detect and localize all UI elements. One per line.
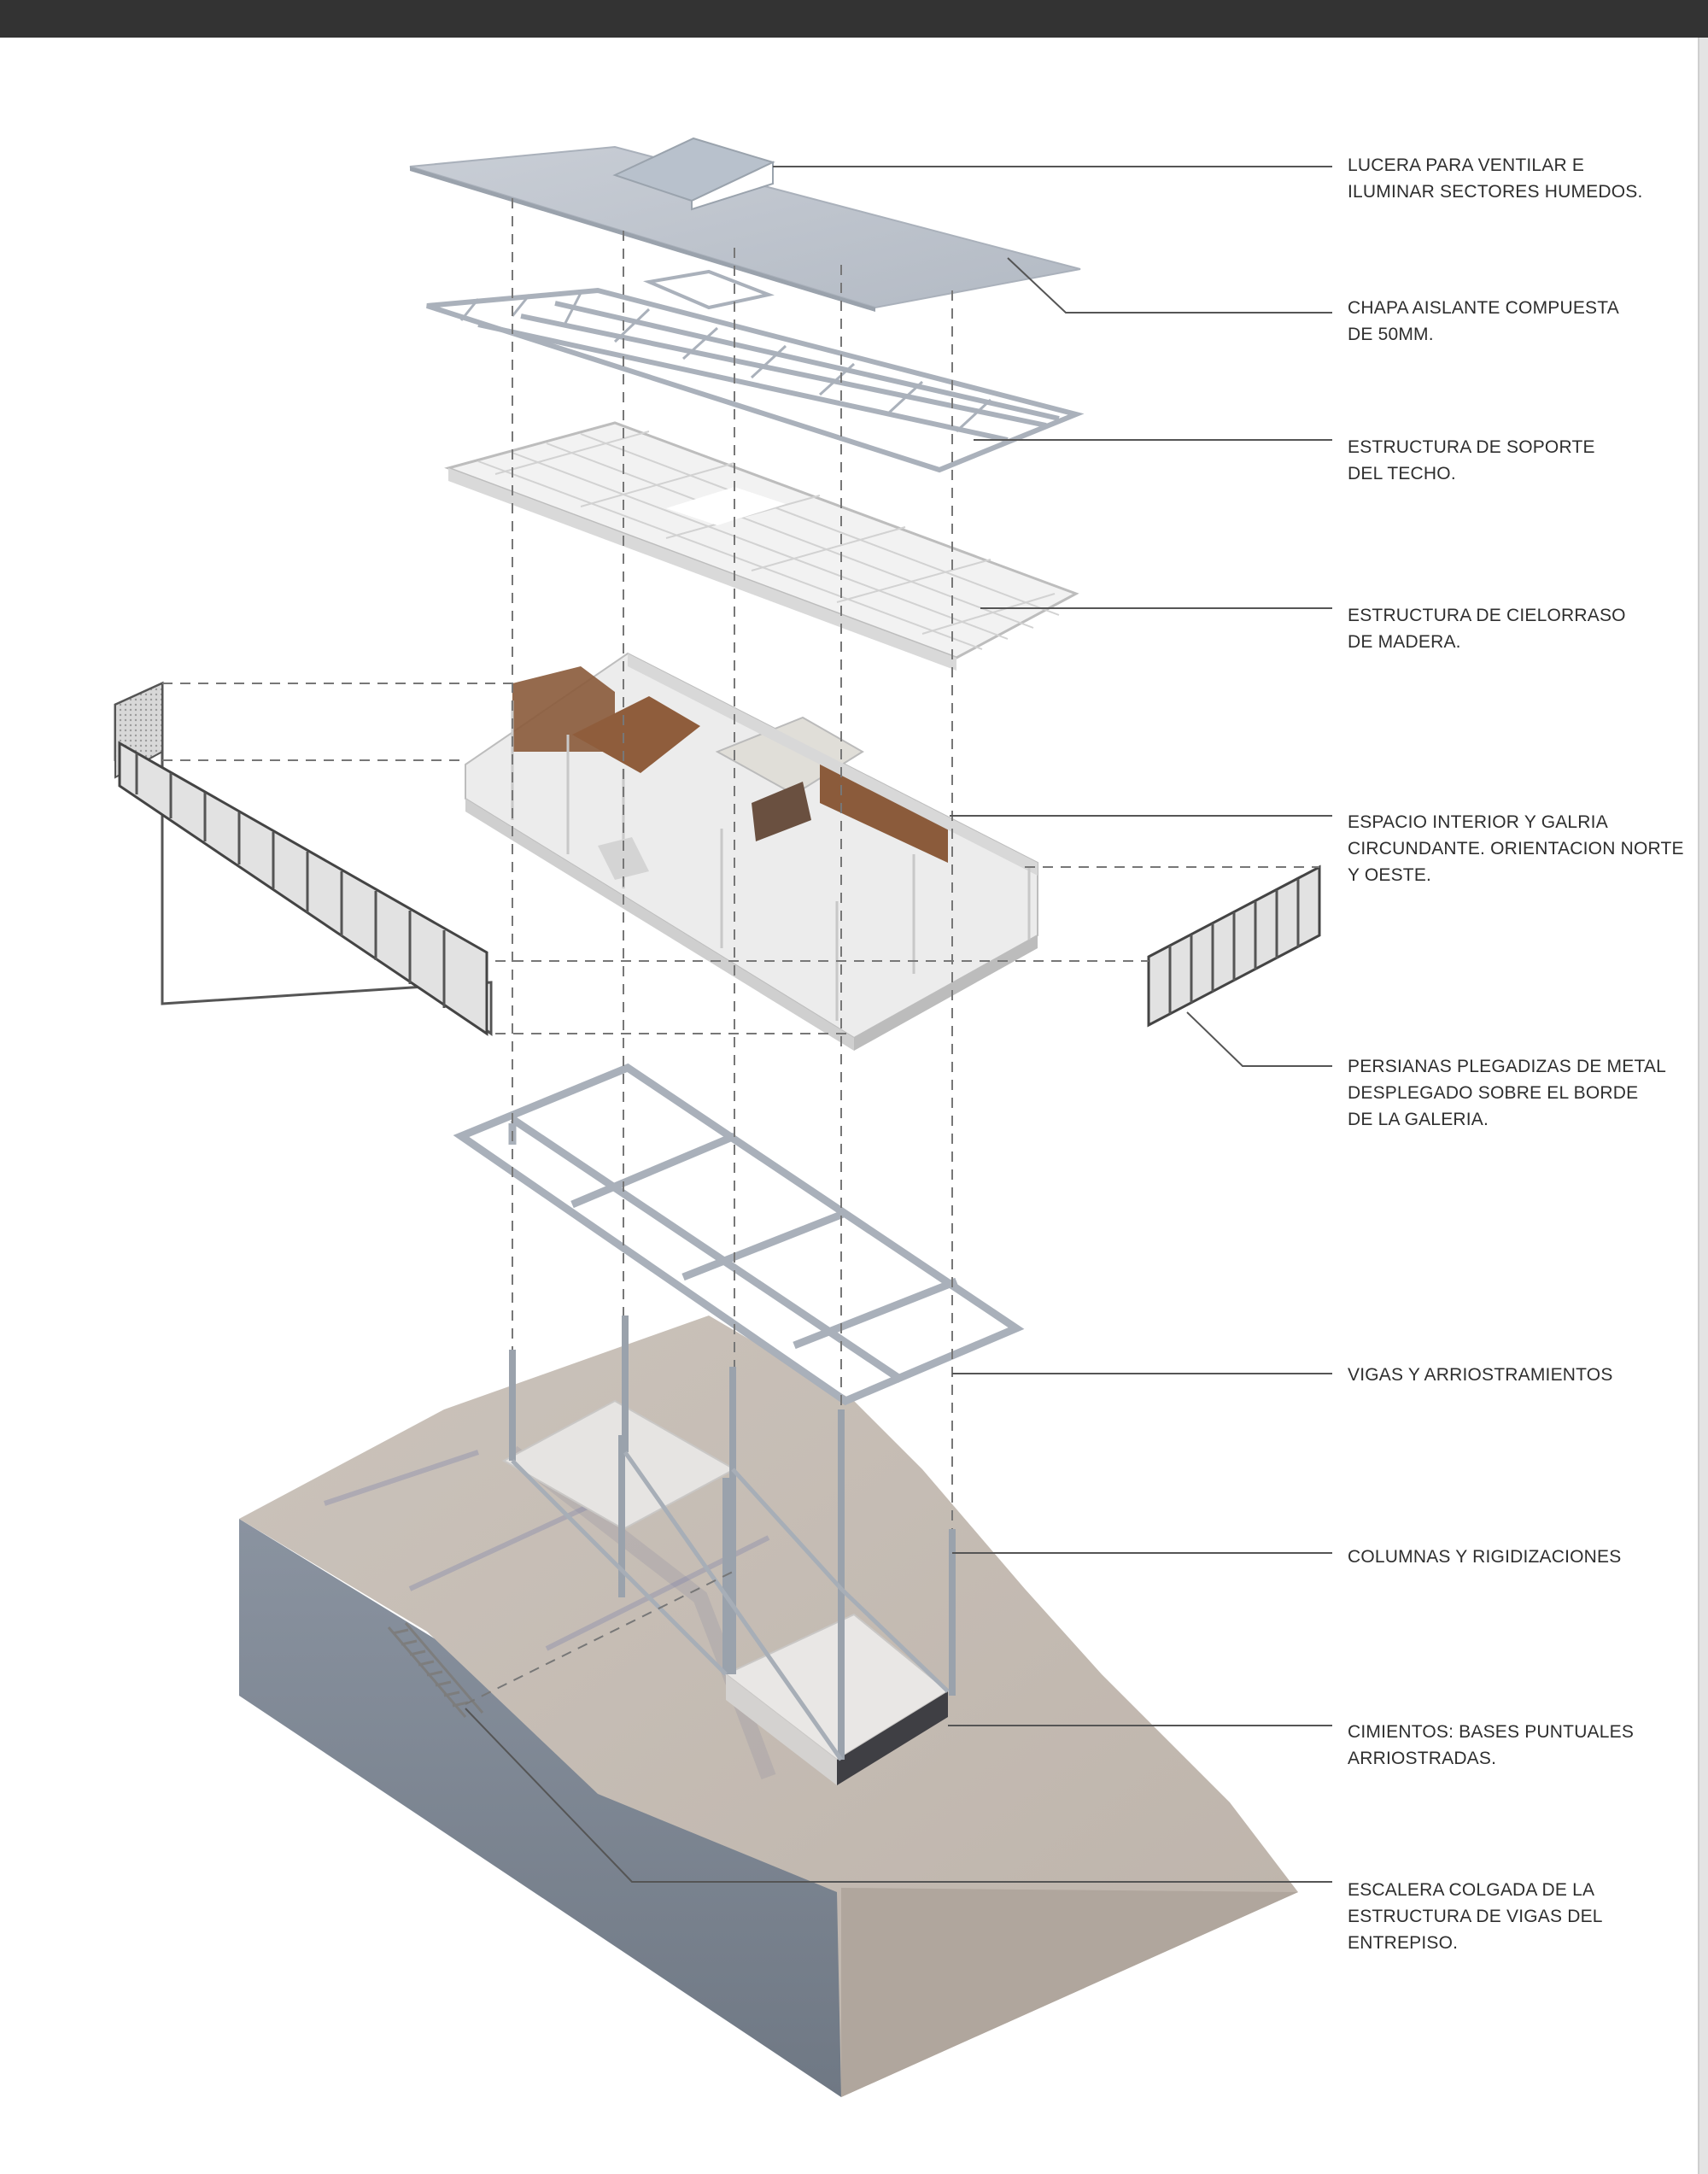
roof-support-structure <box>426 269 1085 473</box>
label-beams-line-1: VIGAS Y ARRIOSTRAMIENTOS <box>1348 1365 1613 1385</box>
alignment-dashed-lines <box>162 198 1319 1705</box>
label-roof-support-line-2: DEL TECHO. <box>1348 464 1456 483</box>
label-shutters-line-2: DESPLEGADO SOBRE EL BORDE <box>1348 1083 1639 1103</box>
interior-level <box>465 652 1038 1051</box>
terrain-side-face <box>239 1519 841 2097</box>
label-skylight: LUCERA PARA VENTILAR E ILUMINAR SECTORES… <box>1348 152 1643 205</box>
label-foundations-line-2: ARRIOSTRADAS. <box>1348 1749 1497 1768</box>
folding-shutters-right <box>1147 864 1321 1028</box>
label-ceiling-line-1: ESTRUCTURA DE CIELORRASO <box>1348 606 1626 625</box>
label-columns: COLUMNAS Y RIGIDIZACIONES <box>1348 1544 1621 1570</box>
label-ceiling-line-2: DE MADERA. <box>1348 632 1461 652</box>
column-bracing <box>511 1450 950 1761</box>
label-skylight-line-2: ILUMINAR SECTORES HUMEDOS. <box>1348 182 1643 202</box>
label-foundations-line-1: CIMIENTOS: BASES PUNTUALES <box>1348 1722 1635 1742</box>
label-ceiling-structure: ESTRUCTURA DE CIELORRASO DE MADERA. <box>1348 602 1626 655</box>
label-stair-line-3: ENTREPISO. <box>1348 1933 1459 1953</box>
label-roof-sheet-line-2: DE 50MM. <box>1348 325 1434 344</box>
label-roof-sheet: CHAPA AISLANTE COMPUESTA DE 50MM. <box>1348 295 1619 348</box>
beams-and-bracing <box>453 1063 1025 1406</box>
label-shutters-line-3: DE LA GALERIA. <box>1348 1110 1489 1129</box>
label-shutters-line-1: PERSIANAS PLEGADIZAS DE METAL <box>1348 1057 1667 1076</box>
label-roof-sheet-line-1: CHAPA AISLANTE COMPUESTA <box>1348 298 1619 318</box>
page-edge-shadow <box>1698 38 1708 2174</box>
label-interior-line-2: CIRCUNDANTE. ORIENTACION NORTE <box>1348 839 1684 858</box>
label-shutters: PERSIANAS PLEGADIZAS DE METAL DESPLEGADO… <box>1348 1053 1666 1133</box>
label-stair-line-1: ESCALERA COLGADA DE LA <box>1348 1880 1595 1900</box>
roof-panel <box>409 137 1081 312</box>
label-foundations: CIMIENTOS: BASES PUNTUALES ARRIOSTRADAS. <box>1348 1719 1634 1772</box>
column-shadow <box>507 1445 776 1780</box>
label-interior-line-3: Y OESTE. <box>1348 865 1432 885</box>
label-interior-space: ESPACIO INTERIOR Y GALRIA CIRCUNDANTE. O… <box>1348 809 1684 888</box>
label-stair: ESCALERA COLGADA DE LA ESTRUCTURA DE VIG… <box>1348 1877 1603 1956</box>
hanging-stair <box>387 1622 484 1718</box>
top-toolbar-bar <box>0 0 1708 38</box>
label-interior-line-1: ESPACIO INTERIOR Y GALRIA <box>1348 812 1608 832</box>
wooden-ceiling-structure <box>444 421 1079 671</box>
label-leader-lines <box>465 166 1332 1883</box>
label-skylight-line-1: LUCERA PARA VENTILAR E <box>1348 155 1585 175</box>
label-stair-line-2: ESTRUCTURA DE VIGAS DEL <box>1348 1907 1603 1926</box>
label-roof-support: ESTRUCTURA DE SOPORTE DEL TECHO. <box>1348 434 1595 487</box>
label-columns-line-1: COLUMNAS Y RIGIDIZACIONES <box>1348 1547 1622 1567</box>
label-beams: VIGAS Y ARRIOSTRAMIENTOS <box>1348 1362 1613 1388</box>
folding-shutters-left <box>114 681 493 1036</box>
terrain-front-face <box>841 1888 1298 2097</box>
label-roof-support-line-1: ESTRUCTURA DE SOPORTE <box>1348 437 1595 457</box>
